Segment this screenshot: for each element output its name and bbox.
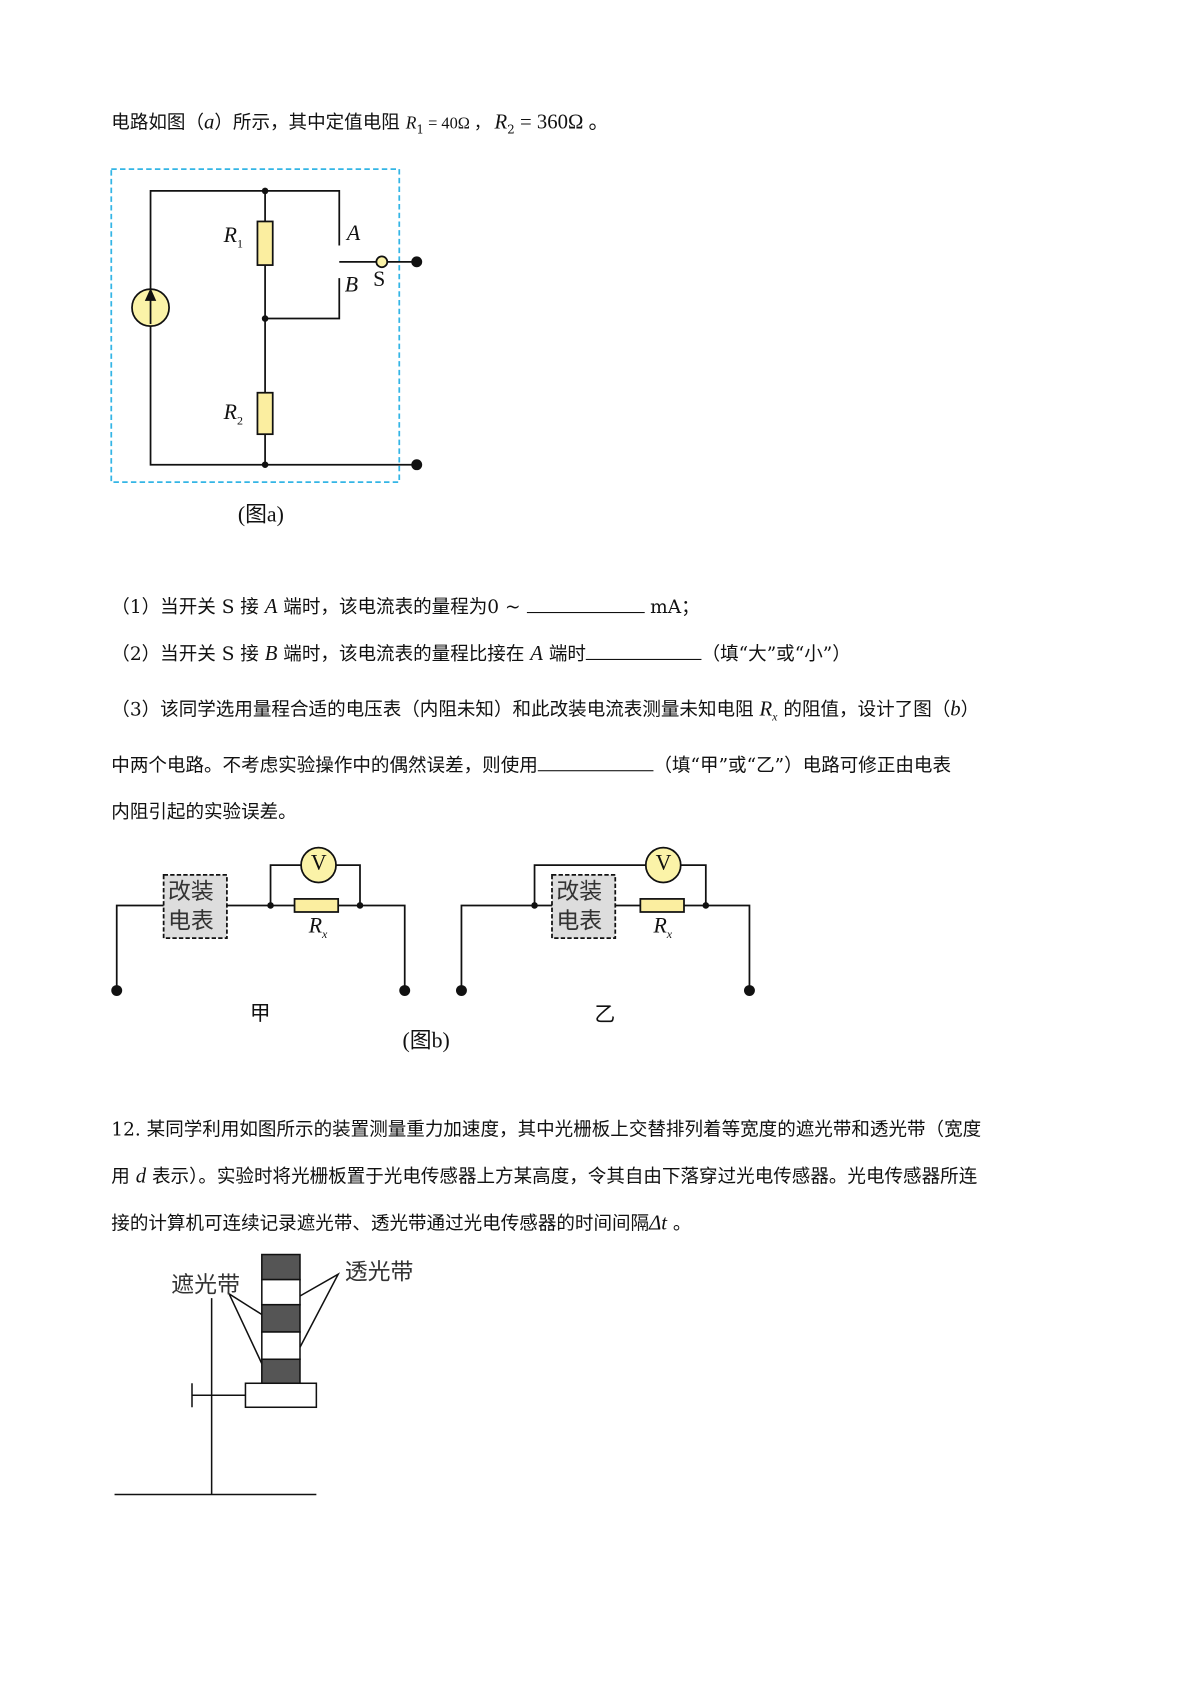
voltmeter-icon <box>644 846 682 884</box>
figure-a-circuit <box>110 168 423 484</box>
math: a <box>203 111 215 135</box>
wire <box>149 326 417 466</box>
terminal <box>411 256 423 268</box>
voltmeter-label: V <box>310 850 327 875</box>
question-12-line-3: 接的计算机可连续记录遮光带、透光带通过光电传感器的时间间隔Δt 。 <box>111 1211 692 1235</box>
resistor-rx <box>293 898 340 913</box>
photo-sensor <box>244 1382 318 1409</box>
terminal-a-label: A <box>346 221 361 246</box>
text: ）所示，其中定值电阻 <box>214 112 406 135</box>
opaque-band-label: 遮光带 <box>171 1271 240 1299</box>
question-12: 12. 某同学利用如图所示的装置测量重力加速度，其中光栅板上交替排列着等宽度的遮… <box>111 1119 982 1142</box>
math: = 360Ω 。 <box>514 111 610 135</box>
voltmeter-icon <box>300 846 337 884</box>
question-1: （1）当开关 S 接 A 端时，该电流表的量程为0 ~ mA； <box>111 595 700 619</box>
terminal-b-label: B <box>344 272 359 297</box>
intro-line: 电路如图（a）所示，其中定值电阻 R1 = 40Ω ， R2 = 360Ω 。 <box>111 110 609 143</box>
arrow-head <box>144 288 157 301</box>
math: 2 <box>507 122 515 137</box>
answer-blank[interactable] <box>537 753 654 772</box>
wire <box>265 278 341 320</box>
resistor-rx <box>639 898 685 913</box>
answer-blank[interactable] <box>585 641 702 660</box>
answer-blank[interactable] <box>526 595 645 614</box>
figure-b-caption: (图b) <box>402 1028 450 1053</box>
math: R <box>494 111 508 135</box>
resistor-r2 <box>256 391 274 436</box>
question-2: （2）当开关 S 接 B 端时，该电流表的量程比接在 A 端时（填“大”或“小”… <box>111 641 851 666</box>
wire <box>149 190 341 290</box>
question-3-line-3: 内阻引起的实验误差。 <box>111 801 297 824</box>
text: 电路如图（ <box>111 112 204 135</box>
switch-s-label: S <box>373 267 386 292</box>
math: = 40Ω ， <box>424 115 495 134</box>
question-3-line-2: 中两个电路。不考虑实验操作中的偶然误差，则使用（填“甲”或“乙”）电路可修正由电… <box>111 753 951 779</box>
terminal <box>411 459 423 471</box>
figure-grating-apparatus <box>114 1253 341 1496</box>
modified-meter-box <box>162 874 228 940</box>
circuit-jia-label: 甲 <box>249 1001 271 1026</box>
figure-a-caption: (图a) <box>237 502 284 527</box>
r1-label: R1 <box>223 223 243 251</box>
r2-label: R2 <box>223 400 243 428</box>
circuit-yi-label: 乙 <box>594 1002 616 1027</box>
math: R <box>405 114 417 134</box>
question-12-line-2: 用 d 表示）。实验时将光栅板置于光电传感器上方某高度，令其自由下落穿过光电传感… <box>111 1165 978 1188</box>
switch-pivot <box>375 255 389 269</box>
resistor-r1 <box>256 220 274 266</box>
figure-b-jia <box>111 846 411 996</box>
question-3: （3）该同学选用量程合适的电压表（内阻未知）和此改装电流表测量未知电阻 Rx 的… <box>111 698 980 724</box>
math: 1 <box>416 122 425 137</box>
modified-meter-label: 改装电表 <box>556 878 603 934</box>
modified-meter-box <box>551 874 617 940</box>
dashed-box <box>110 168 401 484</box>
figure-b-yi <box>455 846 755 996</box>
rx-label: Rx <box>308 914 328 942</box>
rx-label: Rx <box>653 914 673 942</box>
clear-band-label: 透光带 <box>344 1258 414 1286</box>
voltmeter-label: V <box>655 850 672 875</box>
modified-meter-label: 改装电表 <box>167 878 214 934</box>
